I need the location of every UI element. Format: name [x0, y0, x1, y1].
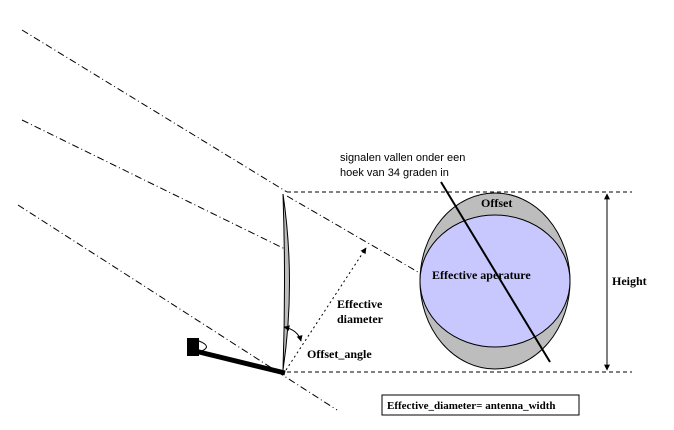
signal-ray-2	[21, 119, 288, 251]
height-label: Height	[612, 274, 647, 288]
dish-reflector	[282, 193, 290, 371]
offset-angle-label: Offset_angle	[307, 347, 372, 361]
effective-diameter-arrow	[285, 247, 367, 371]
signal-angle-line	[440, 181, 551, 363]
extent-lines	[287, 191, 632, 373]
effective-diameter-label-line2: diameter	[337, 312, 384, 326]
offset-angle-arc	[283, 325, 303, 342]
feed-arm	[194, 348, 286, 376]
formula-text: Effective_diameter= antenna_width	[387, 400, 556, 412]
signal-caption-line1: signalen vallen onder een	[340, 152, 465, 164]
reflected-ray	[286, 195, 419, 273]
effective-diameter-label-line1: Effective	[337, 297, 383, 311]
lnb-feed	[187, 338, 199, 356]
incoming-signal-rays	[17, 29, 419, 411]
signal-caption-line2: hoek van 34 graden in	[340, 167, 449, 179]
effective-aperture-label: Effective aperature	[432, 268, 531, 282]
lnb-horn	[198, 340, 207, 353]
signal-ray-1	[21, 29, 288, 193]
effective-aperture-circle	[419, 214, 571, 348]
formula-box	[381, 394, 580, 416]
offset-label: Offset	[481, 196, 512, 210]
